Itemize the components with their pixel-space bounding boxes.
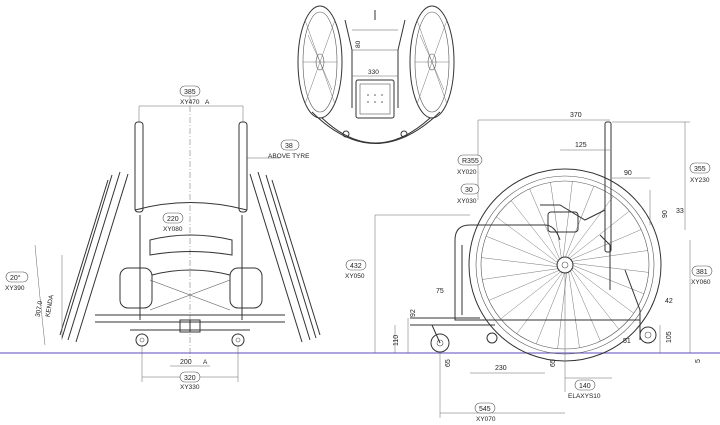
front-rim-note: KENDA [45, 294, 56, 318]
front-marker-a-bottom: A [203, 359, 208, 366]
wheel-spoke [566, 196, 614, 259]
side-dim-51: 51 [623, 338, 631, 345]
side-dim-92: 92 [410, 309, 417, 317]
side-dim-30: 30 [465, 187, 473, 194]
wheel-spoke [486, 235, 559, 266]
wheel-spoke [571, 250, 648, 262]
front-dim-38: 38 [285, 143, 293, 150]
side-dim-381-code: XY060 [691, 279, 711, 286]
wheel-spoke [496, 216, 559, 264]
side-dim-105: 105 [666, 331, 673, 343]
front-rim-diam: 307.0 [35, 300, 45, 318]
wheel-spoke [564, 186, 595, 259]
wheel-spoke [569, 229, 642, 261]
side-dim-140-code: ELAXYS10 [568, 393, 601, 400]
side-dim-355-code: XY230 [690, 177, 710, 184]
wheel-spoke [571, 264, 644, 295]
side-dim-5: 5 [695, 359, 702, 363]
wheel-spoke [481, 257, 559, 268]
wheel-spoke [488, 269, 561, 301]
side-view: 370 125 R355 XY020 30 XY030 90 90 33 355… [345, 112, 713, 423]
side-dim-432: 432 [350, 263, 362, 270]
front-dim-385: 385 [184, 89, 196, 96]
side-dim-140: 140 [579, 383, 591, 390]
front-dim-320-code: XY330 [180, 384, 200, 391]
side-dim-90a: 90 [624, 170, 632, 177]
side-dim-75: 75 [436, 288, 444, 295]
side-dim-370: 370 [570, 112, 582, 119]
wheel-spoke [571, 266, 634, 314]
wheel-spoke [529, 188, 561, 261]
side-dim-381: 381 [696, 269, 708, 276]
wheel-spoke [562, 181, 573, 259]
side-dim-65a: 65 [445, 359, 452, 367]
side-dim-33: 33 [676, 208, 684, 215]
wheel-spoke [482, 268, 559, 280]
wheel-spoke [535, 271, 566, 344]
front-dim-220-code: XY080 [163, 226, 183, 233]
front-dim-320: 320 [184, 375, 196, 382]
wheel-spoke [510, 200, 560, 262]
side-dim-545-code: XY070 [476, 416, 496, 423]
side-radius: R355 [462, 158, 479, 165]
side-dim-90b: 90 [662, 210, 669, 218]
wheel-spoke [569, 269, 601, 342]
side-dim-545: 545 [479, 406, 491, 413]
wheel-spoke [568, 210, 630, 260]
front-dim-385-code: XY470 [180, 99, 200, 106]
front-camber-code: XY390 [5, 285, 25, 292]
side-dim-125: 125 [575, 142, 587, 149]
side-dim-432-code: XY050 [345, 273, 365, 280]
wheel-spoke [500, 270, 562, 320]
front-view: 385 XY470 A 38 ABOVE TYRE 220 XY080 20° … [0, 85, 720, 391]
top-dim-80: 80 [355, 40, 362, 48]
front-marker-a-top: A [205, 99, 210, 106]
side-dim-355: 355 [694, 166, 706, 173]
side-dim-30-code: XY030 [457, 198, 477, 205]
wheel-spoke [516, 271, 564, 334]
wheel-spoke [570, 268, 620, 330]
front-dim-200: 200 [180, 359, 192, 366]
side-dim-110: 110 [393, 335, 400, 346]
top-view: 330 80 [297, 5, 455, 144]
wheel-spoke [557, 271, 568, 349]
side-dim-230: 230 [495, 365, 507, 372]
wheel-spoke [550, 182, 562, 259]
front-dim-220: 220 [167, 216, 179, 223]
front-camber-angle: 20° [10, 274, 21, 282]
wheel-spoke [568, 271, 580, 348]
side-dim-65b: 65 [550, 359, 557, 367]
side-radius-code: XY020 [457, 169, 477, 176]
top-dim-330: 330 [368, 69, 379, 76]
side-dim-42: 42 [665, 298, 673, 305]
front-dim-38-note: ABOVE TYRE [268, 153, 310, 160]
